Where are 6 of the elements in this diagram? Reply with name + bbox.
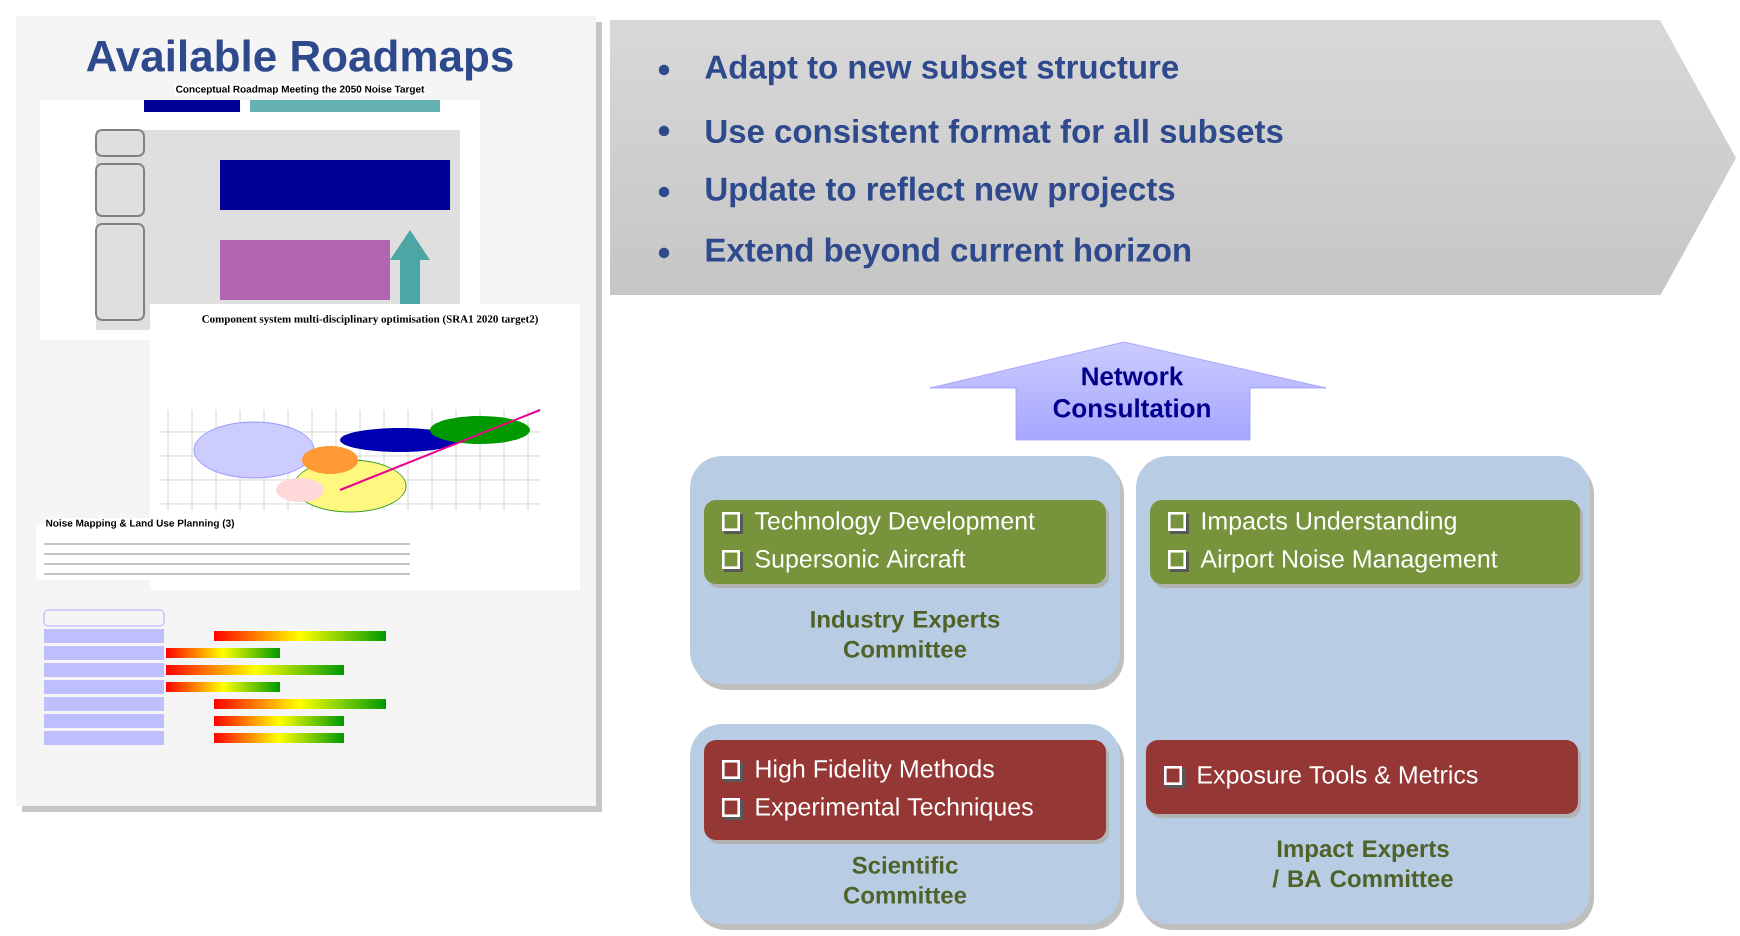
bullet-item: Extend beyond current horizon	[706, 237, 1191, 269]
arrow-label: Network Consultation	[1053, 366, 1210, 418]
bullet-item: Use consistent format for all subsets	[706, 118, 1283, 144]
bullet-item: Update to reflect new projects	[706, 176, 1175, 208]
bullet-item: Adapt to new subset structure	[705, 54, 1179, 86]
title: Available Roadmaps	[86, 39, 513, 81]
